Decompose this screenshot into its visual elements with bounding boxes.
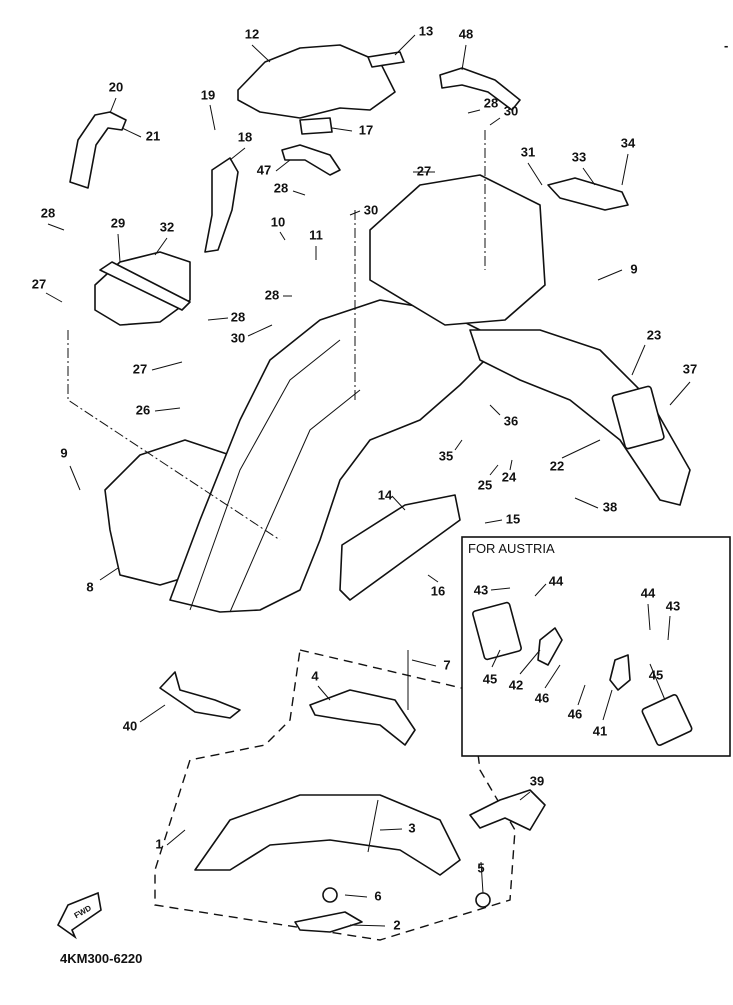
- callout: 45: [483, 671, 497, 686]
- callout: 17: [359, 122, 373, 137]
- corner-mark: -: [724, 38, 728, 53]
- callout: 12: [245, 26, 259, 41]
- callout: 28: [484, 95, 498, 110]
- part-12-seat-cover: [237, 44, 396, 119]
- callout: 28: [265, 287, 279, 302]
- forward-arrow-icon: FWD: [56, 891, 102, 940]
- callout: 16: [431, 583, 445, 598]
- leader-lines: [45, 34, 691, 927]
- part-37-reflector: [611, 385, 665, 450]
- callout: 28: [41, 205, 55, 220]
- part-5-grommet: [475, 892, 491, 908]
- callout: 34: [621, 135, 636, 150]
- callout: 47: [257, 162, 271, 177]
- callout: 43: [474, 582, 488, 597]
- austria-inset-title: FOR AUSTRIA: [468, 541, 555, 556]
- callout: 7: [443, 657, 450, 672]
- part-20-grab-handle: [69, 111, 127, 189]
- callout: 21: [146, 128, 160, 143]
- callout: 3: [408, 820, 415, 835]
- callout: 8: [86, 579, 93, 594]
- callout: 36: [504, 413, 518, 428]
- callout: 39: [530, 773, 544, 788]
- rear-tray: [369, 174, 546, 326]
- part-42-bracket: [537, 627, 563, 666]
- callout: 2: [393, 917, 400, 932]
- callout: 40: [123, 718, 137, 733]
- callout: 33: [572, 149, 586, 164]
- callout: 15: [506, 511, 520, 526]
- callout: 28: [231, 309, 245, 324]
- callout: 27: [417, 163, 431, 178]
- callout: 44: [641, 585, 656, 600]
- part-2-plate: [294, 911, 363, 933]
- part-45-reflector-left: [472, 601, 522, 661]
- part-1-front-fender: [194, 794, 461, 876]
- callout: 31: [521, 144, 535, 159]
- callout: 38: [603, 499, 617, 514]
- callout: 25: [478, 477, 492, 492]
- part-29-band: [99, 261, 191, 311]
- part-17-pad: [299, 117, 333, 135]
- callout: 6: [374, 888, 381, 903]
- callout: 14: [378, 487, 393, 502]
- assembly-line: [67, 130, 486, 541]
- callout: 45: [649, 667, 663, 682]
- callout: 23: [647, 327, 661, 342]
- callout: 27: [133, 361, 147, 376]
- callout: 35: [439, 448, 453, 463]
- part-4-fender-brace: [309, 689, 416, 746]
- part-45-reflector-right: [641, 694, 693, 746]
- callout: 41: [593, 723, 607, 738]
- part-39-stay: [469, 789, 546, 831]
- callout: 46: [535, 690, 549, 705]
- callout: 42: [509, 677, 523, 692]
- part-47-strap: [281, 144, 341, 176]
- part-40-stay: [159, 671, 241, 719]
- callout: 46: [568, 706, 582, 721]
- callout: 10: [271, 214, 285, 229]
- callout: 24: [502, 469, 517, 484]
- callout: 19: [201, 87, 215, 102]
- callout: 48: [459, 26, 473, 41]
- callout: 30: [504, 103, 518, 118]
- part-14-side-cover: [339, 494, 461, 601]
- callout: 11: [309, 227, 323, 242]
- callout: 37: [683, 361, 697, 376]
- callout: 30: [231, 330, 245, 345]
- callout: 28: [274, 180, 288, 195]
- callout: 20: [109, 79, 123, 94]
- callout: 32: [160, 219, 174, 234]
- part-18-bracket: [204, 157, 239, 253]
- part-6-nut: [322, 887, 338, 903]
- callout: 30: [364, 202, 378, 217]
- inner-fender: [169, 299, 501, 613]
- callout: 44: [549, 573, 564, 588]
- callout: 26: [136, 402, 150, 417]
- callout: 43: [666, 598, 680, 613]
- rear-frame-rail: [189, 339, 361, 613]
- callout-labels: 12 13 48 20 19 21 18 17 47 28 30 27 31 3…: [32, 23, 697, 932]
- callout: 13: [419, 23, 433, 38]
- callout: 1: [155, 836, 162, 851]
- callout: 9: [60, 445, 67, 460]
- callout: 18: [238, 129, 252, 144]
- callout: 27: [32, 276, 46, 291]
- part-3-bolt: [367, 799, 379, 853]
- part-48-bracket: [439, 67, 521, 111]
- callout: 22: [550, 458, 564, 473]
- callout: 9: [630, 261, 637, 276]
- callout: 5: [477, 860, 484, 875]
- callout: 29: [111, 215, 125, 230]
- part-22-rear-fender: [469, 329, 691, 506]
- diagram-part-code: 4KM300-6220: [60, 951, 142, 966]
- part-33-plate-bracket: [547, 177, 629, 211]
- part-41-bracket: [609, 654, 631, 691]
- part-13-pad: [367, 51, 405, 68]
- callout: 4: [311, 668, 319, 683]
